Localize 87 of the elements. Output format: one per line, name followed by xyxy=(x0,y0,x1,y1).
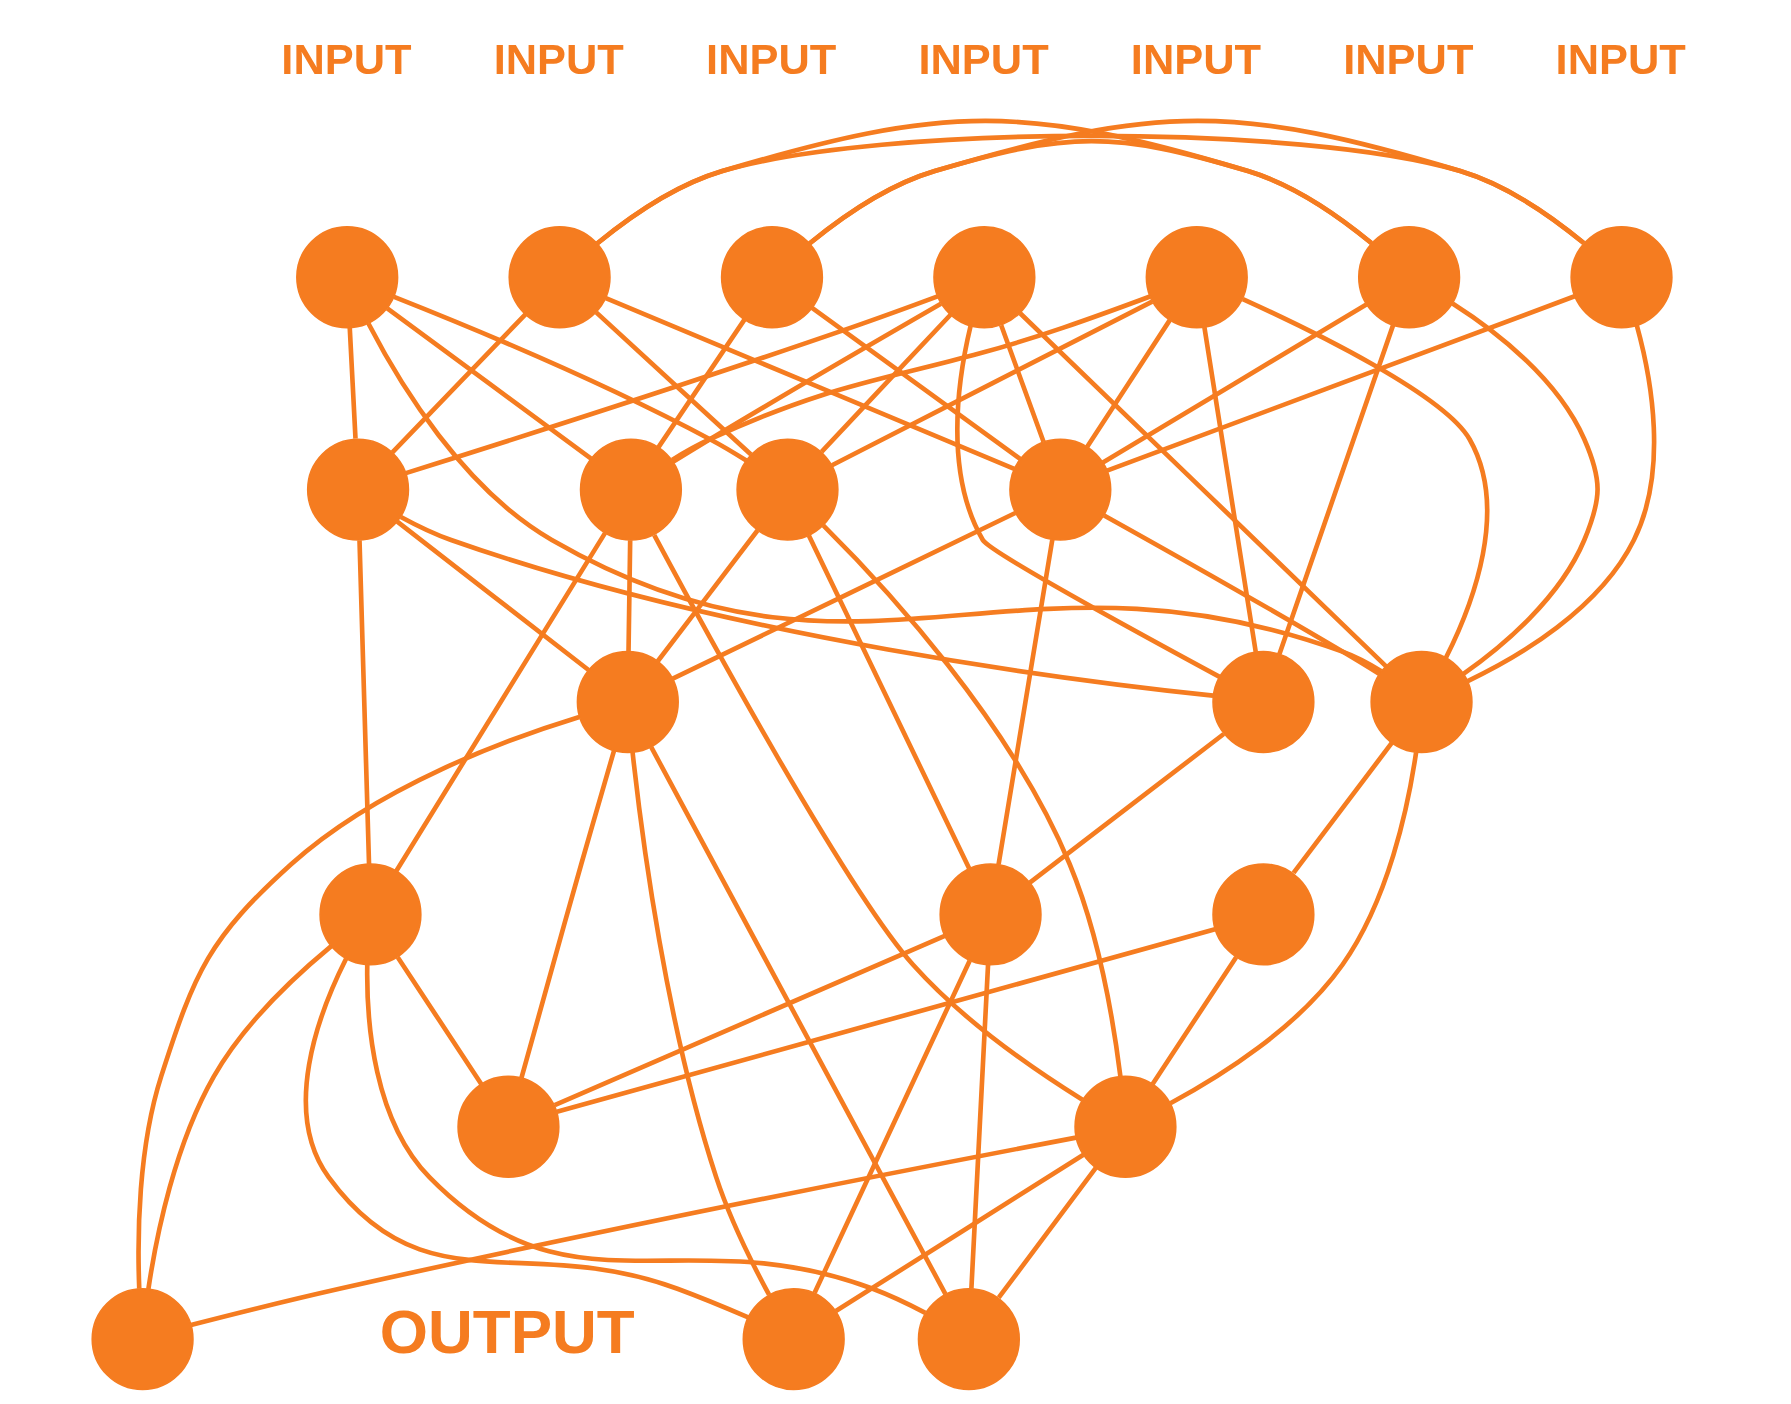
connector xyxy=(1168,752,1418,1106)
node-circle xyxy=(90,1288,194,1391)
connector xyxy=(392,294,748,463)
node-label: INPUT xyxy=(1555,35,1686,83)
connector xyxy=(356,540,371,864)
connector xyxy=(553,933,946,1108)
connector xyxy=(629,752,771,1296)
connector xyxy=(625,540,632,651)
connector xyxy=(968,964,990,1289)
node-circle xyxy=(576,650,679,754)
connector xyxy=(819,313,952,454)
node-circle xyxy=(1211,863,1315,966)
node-circle xyxy=(1211,650,1315,754)
node-label: INPUT xyxy=(280,35,412,83)
connector xyxy=(1241,296,1489,659)
node-circle xyxy=(1369,650,1473,754)
connector xyxy=(1102,513,1381,677)
connector xyxy=(655,529,759,663)
node-circle xyxy=(456,1075,560,1178)
node-circle xyxy=(1008,438,1111,541)
connector xyxy=(830,299,1153,468)
connector xyxy=(555,927,1216,1114)
connector xyxy=(651,534,1084,1102)
node-label: INPUT xyxy=(705,35,836,83)
connector xyxy=(810,306,1021,461)
connector xyxy=(393,531,607,873)
connector xyxy=(1018,311,1387,668)
connector xyxy=(1101,302,1368,465)
node-circle xyxy=(1145,226,1248,329)
connector xyxy=(135,714,580,1289)
connector xyxy=(303,957,749,1320)
connector xyxy=(189,1135,1076,1328)
node-circle xyxy=(295,226,398,329)
connector xyxy=(594,310,753,457)
connector xyxy=(1450,301,1600,676)
connector xyxy=(395,956,483,1086)
connector xyxy=(404,294,938,476)
connector xyxy=(385,306,592,461)
connector xyxy=(364,964,926,1315)
node-circle xyxy=(507,226,611,329)
connector xyxy=(671,301,942,464)
connector xyxy=(1027,732,1225,885)
node-circle xyxy=(318,863,422,966)
node-label: INPUT xyxy=(917,35,1049,83)
node-circle xyxy=(720,226,823,329)
node-circle xyxy=(735,438,839,541)
connector xyxy=(1466,324,1656,684)
connector xyxy=(655,318,746,449)
node-circle xyxy=(938,863,1042,966)
node-circle xyxy=(579,438,682,541)
connector xyxy=(604,295,1015,471)
connector xyxy=(648,746,948,1296)
connector xyxy=(1291,741,1394,875)
node-circle xyxy=(1357,226,1460,329)
connector xyxy=(812,959,972,1294)
connector xyxy=(996,1166,1098,1300)
node-label: INPUT xyxy=(1130,35,1261,83)
connector xyxy=(1201,326,1258,653)
connector xyxy=(145,944,333,1290)
connector xyxy=(998,324,1046,443)
connector xyxy=(806,534,971,870)
node-label: INPUT xyxy=(1342,35,1473,83)
connector xyxy=(1150,956,1238,1086)
node-circle xyxy=(932,226,1036,329)
connector xyxy=(346,327,358,439)
connector xyxy=(390,312,527,454)
connector xyxy=(821,523,1123,1077)
connector xyxy=(395,519,590,672)
connector xyxy=(1105,294,1575,473)
node-label: INPUT xyxy=(493,35,624,83)
connector xyxy=(595,133,1585,246)
connector xyxy=(1276,324,1395,655)
node-circle xyxy=(742,1288,845,1391)
connector xyxy=(671,510,1016,681)
node-circle xyxy=(1569,226,1673,329)
connector xyxy=(834,1152,1085,1313)
connector xyxy=(1084,318,1172,449)
label: OUTPUT xyxy=(379,1297,635,1367)
connector xyxy=(365,322,1382,674)
connector xyxy=(995,539,1055,865)
connector xyxy=(954,325,1221,679)
connector xyxy=(670,294,1151,462)
node-circle xyxy=(917,1288,1020,1391)
node-circle xyxy=(1073,1075,1177,1178)
node-circle xyxy=(306,438,409,541)
connector xyxy=(518,749,616,1079)
connector xyxy=(399,514,1213,698)
